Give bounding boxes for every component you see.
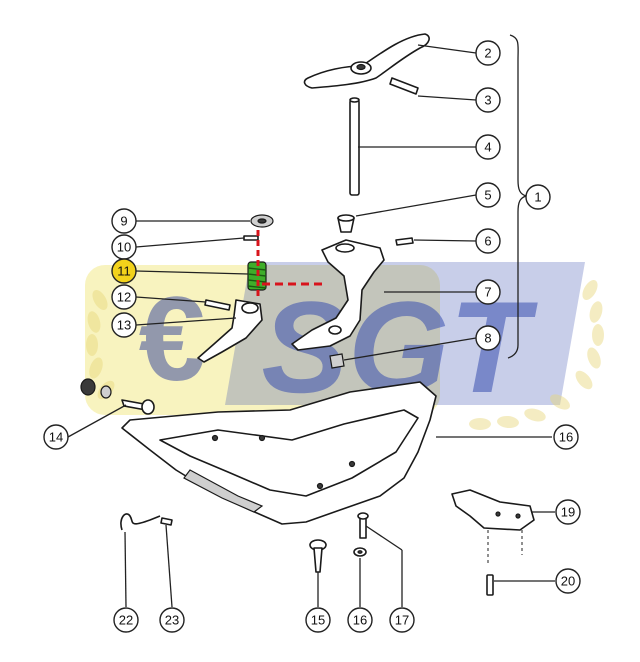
bolt-14-head <box>141 399 155 415</box>
callout-1: 1 <box>525 184 551 210</box>
callout-17: 17 <box>389 607 415 633</box>
upper-assembly <box>291 33 430 369</box>
alignment-lines <box>256 230 326 300</box>
callout-10: 10 <box>111 234 137 260</box>
svg-text:19: 19 <box>561 505 575 520</box>
base-plate-slot <box>183 469 264 513</box>
svg-text:17: 17 <box>395 613 409 628</box>
pin-10 <box>243 235 259 241</box>
svg-text:4: 4 <box>484 140 491 155</box>
shaft <box>349 99 360 196</box>
svg-text:23: 23 <box>165 613 179 628</box>
callout-23: 23 <box>159 607 185 633</box>
wheat-ear-right-icon <box>469 280 604 430</box>
handle-hub-hole <box>356 63 366 71</box>
callout-9: 9 <box>111 208 137 234</box>
base-plate-hole-2 <box>258 434 266 442</box>
callout-6: 6 <box>475 228 501 254</box>
bracket-19 <box>451 489 535 531</box>
callout-22: 22 <box>113 607 139 633</box>
base-plate-inner <box>159 409 419 497</box>
washer-14 <box>100 385 112 399</box>
svg-text:13: 13 <box>117 318 131 333</box>
svg-text:14: 14 <box>49 430 63 445</box>
callout-16-plate: 16 <box>553 424 579 450</box>
callout-12: 12 <box>111 284 137 310</box>
svg-text:15: 15 <box>311 613 325 628</box>
washer-16-hole <box>357 550 363 554</box>
svg-text:16: 16 <box>353 613 367 628</box>
spring-clip-22 <box>120 513 161 531</box>
svg-text:1: 1 <box>534 190 541 205</box>
callout-3: 3 <box>475 87 501 113</box>
callout-15: 15 <box>305 607 331 633</box>
base-plate <box>121 381 437 525</box>
callout-11: 11 <box>111 258 137 284</box>
bushing-top <box>337 214 355 222</box>
detent-lever <box>197 299 263 363</box>
nut-8 <box>329 353 345 369</box>
svg-text:8: 8 <box>484 331 491 346</box>
leader-lines <box>67 44 555 608</box>
base-plate-hole-4 <box>316 482 324 490</box>
watermark-euro-symbol: € <box>139 272 206 406</box>
callout-13: 13 <box>111 312 137 338</box>
pin-6 <box>395 237 414 246</box>
bolt-20 <box>486 574 494 596</box>
bracket <box>291 239 385 351</box>
callout-14: 14 <box>43 424 69 450</box>
base-plate-hole-3 <box>348 460 356 468</box>
handle-lever <box>303 33 430 89</box>
callout-20: 20 <box>555 568 581 594</box>
wheat-ear-left-icon <box>86 290 115 400</box>
pin-3 <box>389 77 419 95</box>
callout-7: 7 <box>475 279 501 305</box>
pin-12 <box>204 299 231 311</box>
svg-text:9: 9 <box>120 214 127 229</box>
svg-text:16: 16 <box>559 430 573 445</box>
svg-text:12: 12 <box>117 290 131 305</box>
callout-16-washer: 16 <box>347 607 373 633</box>
callout-8: 8 <box>475 325 501 351</box>
bolt-17-head <box>357 512 369 520</box>
bracket-19-hole-2 <box>515 513 521 519</box>
callout-2: 2 <box>475 40 501 66</box>
detent-lever-hole <box>241 302 259 314</box>
screw-15-shank <box>313 547 323 573</box>
lower-hardware <box>120 512 369 573</box>
svg-text:20: 20 <box>561 574 575 589</box>
shaft-top <box>349 97 360 103</box>
svg-text:6: 6 <box>484 234 491 249</box>
bracket-19-hole-1 <box>495 511 501 517</box>
svg-text:2: 2 <box>484 46 491 61</box>
callouts: 2 3 4 5 1 6 7 8 9 10 11 12 13 14 16 19 2… <box>43 40 581 633</box>
nut-14 <box>80 378 96 396</box>
washer-9-hole <box>257 218 267 224</box>
svg-text:3: 3 <box>484 93 491 108</box>
callout-5: 5 <box>475 182 501 208</box>
bracket-hole-foot <box>328 325 342 335</box>
bracket-hole-top <box>335 243 355 253</box>
callout-19: 19 <box>555 499 581 525</box>
svg-text:5: 5 <box>484 188 491 203</box>
svg-text:7: 7 <box>484 285 491 300</box>
svg-text:10: 10 <box>117 240 131 255</box>
callout-4: 4 <box>475 134 501 160</box>
base-plate-hole-1 <box>211 434 219 442</box>
svg-text:11: 11 <box>117 264 131 279</box>
svg-text:22: 22 <box>119 613 133 628</box>
detent-group <box>80 214 274 415</box>
right-hardware <box>451 489 535 596</box>
pin-23 <box>160 517 173 526</box>
